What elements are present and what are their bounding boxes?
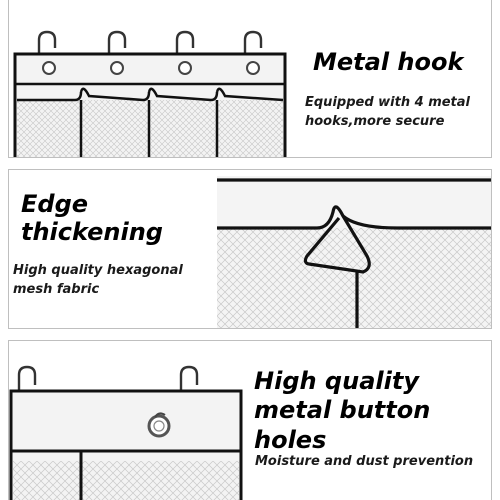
feature-panel-metal-hook: Metal hook Equipped with 4 metal hooks,m…: [8, 0, 492, 158]
heading-line: Edge: [21, 190, 89, 218]
edge-thickening-caption: High quality hexagonal mesh fabric: [13, 263, 183, 297]
hook-icon: [17, 365, 199, 391]
button-holes-heading: High quality metal button holes: [254, 367, 430, 455]
metal-hook-caption: Equipped with 4 metal hooks,more secure: [305, 95, 470, 129]
button-holes-photo: [9, 341, 249, 500]
button-holes-caption: Moisture and dust prevention: [255, 454, 474, 469]
button-hole-icon: [147, 412, 171, 438]
metal-hook-photo: [9, 0, 299, 157]
hook-icon: [37, 30, 263, 58]
feature-panel-button-holes: High quality metal button holes Moisture…: [8, 340, 492, 500]
edge-thickening-photo: [217, 176, 491, 328]
heading-line: High quality: [254, 367, 419, 395]
edge-thickening-heading: Edge thickening: [21, 190, 163, 247]
heading-line: metal button: [254, 396, 431, 425]
heading-line: holes: [254, 425, 327, 454]
feature-panel-edge-thickening: Edge thickening High quality hexagonal m…: [8, 169, 492, 329]
heading-line: thickening: [21, 218, 163, 247]
metal-hook-heading: Metal hook: [313, 48, 464, 76]
